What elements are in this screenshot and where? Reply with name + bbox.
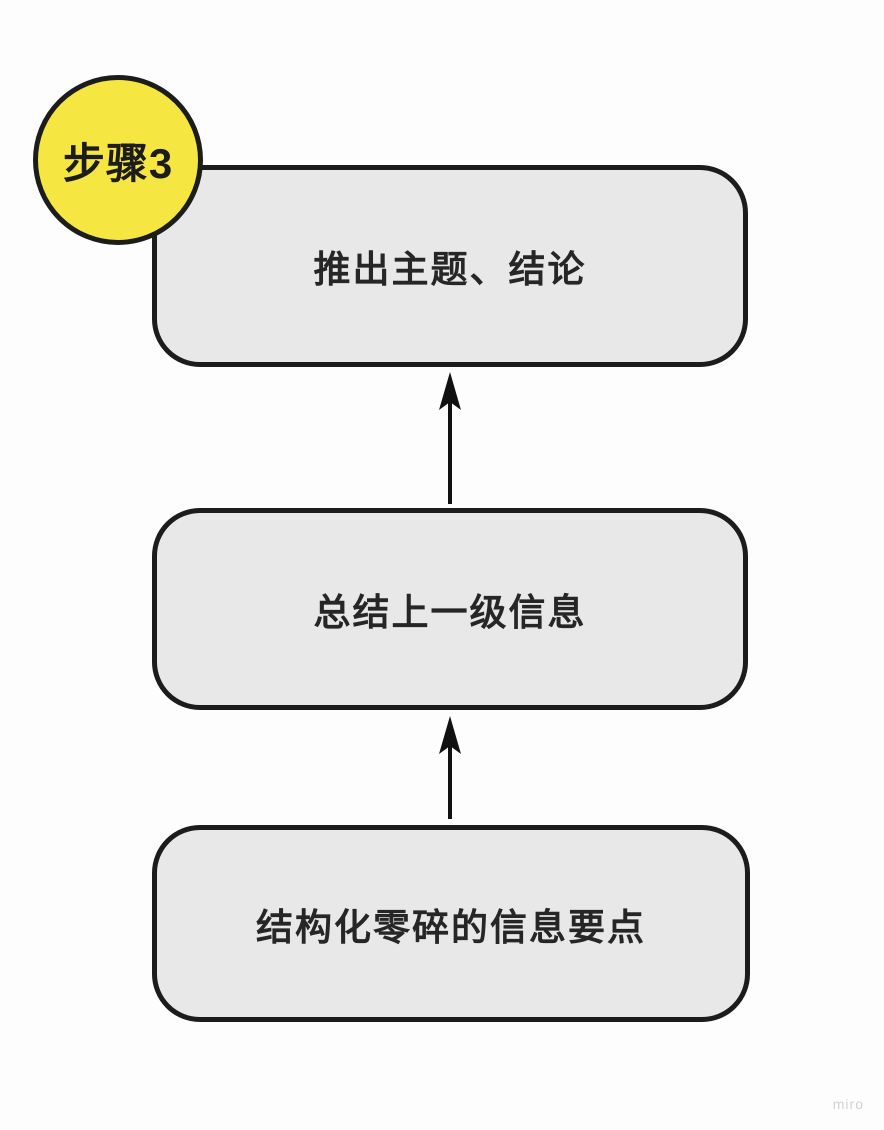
flow-node-conclusion[interactable]: 推出主题、结论: [152, 165, 748, 367]
step-badge-circle[interactable]: 步骤3: [33, 75, 203, 245]
step-badge-label: 步骤3: [62, 139, 174, 187]
flow-node-structure[interactable]: 结构化零碎的信息要点: [152, 825, 750, 1022]
flow-node-conclusion-label: 推出主题、结论: [313, 249, 587, 290]
flow-node-summarize-label: 总结上一级信息: [313, 592, 587, 633]
miro-watermark: miro: [832, 1096, 864, 1112]
flow-node-structure-label: 结构化零碎的信息要点: [256, 906, 646, 948]
flow-node-summarize[interactable]: 总结上一级信息: [152, 508, 748, 710]
arrow-up-middle-to-top: [439, 372, 461, 504]
arrow-up-bottom-to-middle: [439, 716, 461, 819]
